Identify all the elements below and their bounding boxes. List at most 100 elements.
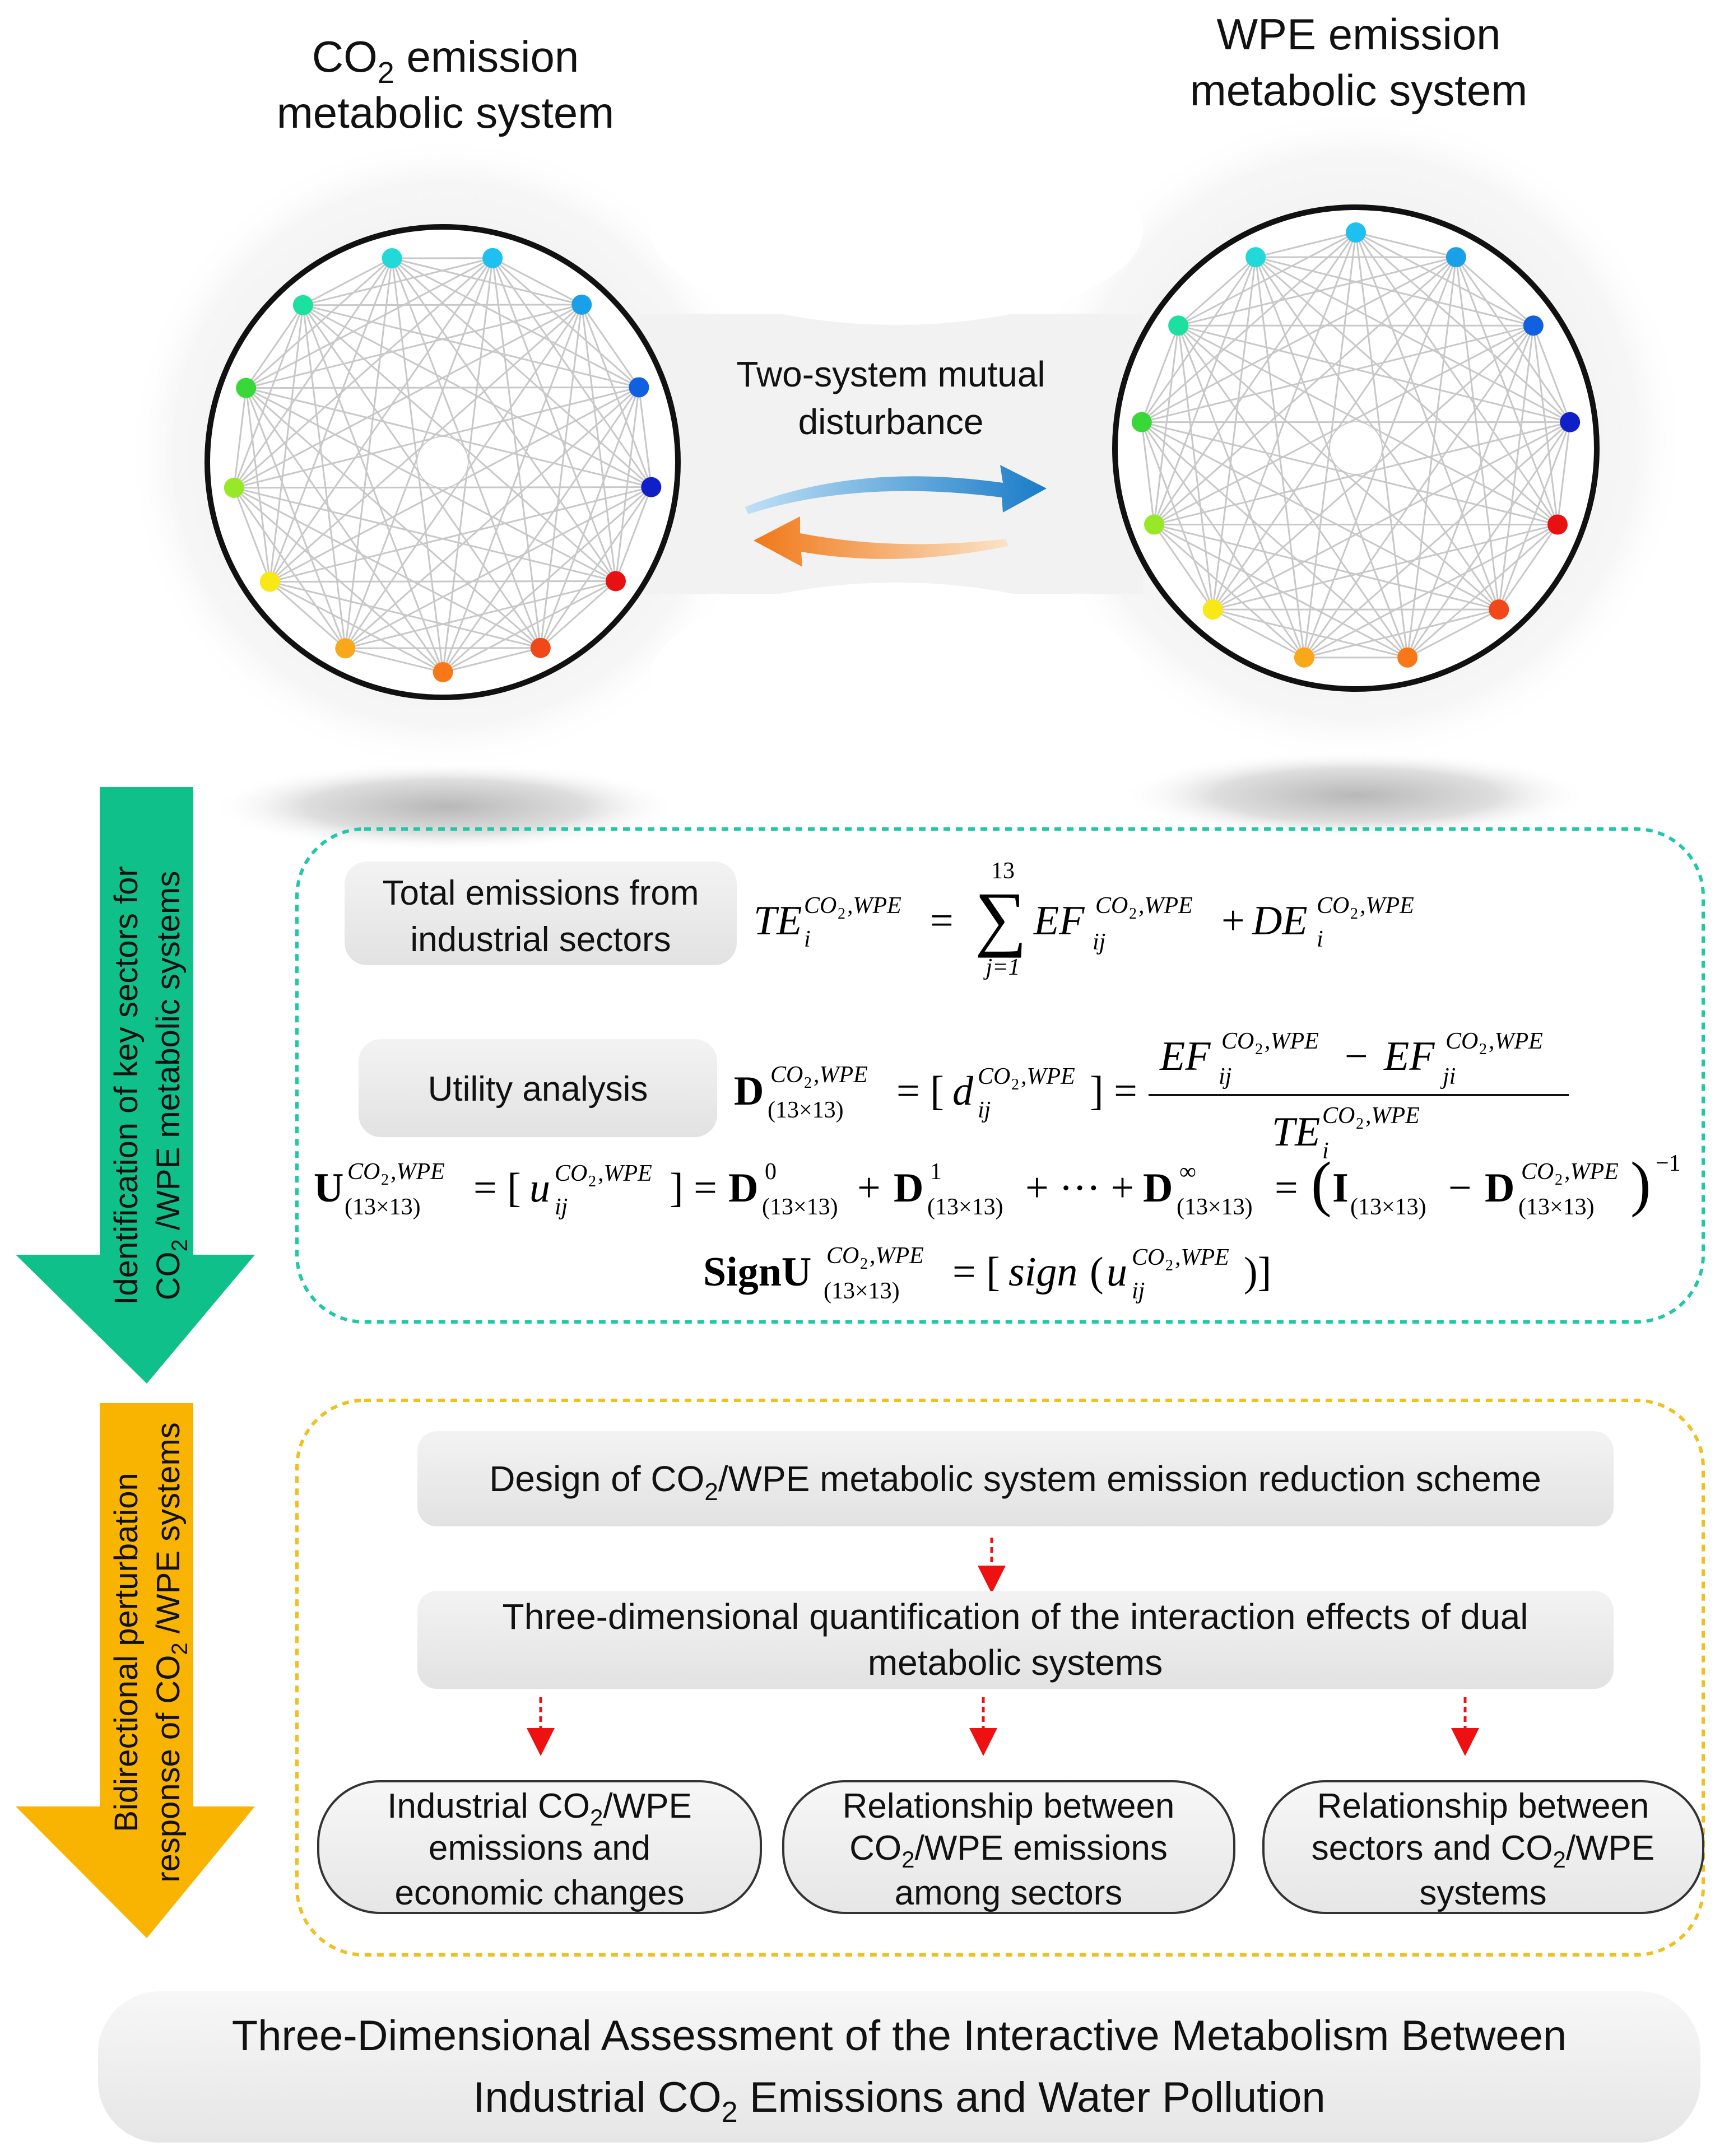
svg-text:(13×13): (13×13) — [1350, 1194, 1426, 1220]
wpe-network-link — [1177, 325, 1409, 658]
quantification-label-line1: Three-dimensional quantification of the … — [502, 1596, 1528, 1637]
svg-text:,WPE: ,WPE — [1021, 1064, 1075, 1089]
co2-network-link — [303, 304, 639, 388]
svg-text:CO: CO — [770, 1062, 803, 1088]
svg-text:EF: EF — [1159, 1033, 1211, 1079]
svg-text:TE: TE — [754, 898, 802, 944]
stage1-side-arrow — [16, 787, 255, 1384]
svg-text:2: 2 — [1356, 1115, 1364, 1133]
wpe-network-link — [1406, 257, 1457, 658]
conclusion-box — [98, 1991, 1700, 2143]
wpe-network-node — [1202, 599, 1223, 620]
wpe-network-link — [1141, 422, 1155, 525]
svg-text:0: 0 — [765, 1159, 777, 1185]
svg-text:d: d — [952, 1068, 974, 1114]
co2-network-link — [302, 305, 444, 673]
co2-network-link — [442, 258, 494, 673]
wpe-network-link — [1154, 256, 1457, 525]
result-sectors-line1: Relationship between — [843, 1787, 1175, 1826]
svg-text:−: − — [1345, 1033, 1368, 1079]
wpe-network-link — [1154, 524, 1408, 659]
wpe-network-link — [1455, 257, 1559, 525]
result-box-economic — [317, 1780, 762, 1914]
svg-text:,WPE: ,WPE — [391, 1159, 445, 1185]
mutual-disturbance-label-line1: Two-system mutual — [736, 354, 1045, 394]
wpe-network-link — [1303, 257, 1457, 658]
svg-text:CO: CO — [1317, 893, 1349, 919]
co2-network-link — [233, 258, 393, 488]
svg-text:,WPE: ,WPE — [814, 1062, 868, 1088]
svg-text:(: ( — [1311, 1149, 1332, 1218]
co2-network-link — [345, 647, 541, 649]
wpe-system-title-line1: WPE emission — [1216, 10, 1500, 59]
svg-text:(13×13): (13×13) — [345, 1194, 421, 1220]
co2-network-link — [269, 486, 652, 583]
co2-network-link — [234, 487, 541, 649]
co2-network-link — [245, 387, 652, 488]
svg-text:2: 2 — [1011, 1076, 1019, 1093]
svg-text:2: 2 — [1479, 1041, 1487, 1058]
svg-text:+ ··· +: + ··· + — [1025, 1165, 1134, 1211]
svg-text:2: 2 — [588, 1173, 596, 1190]
co2-network — [204, 224, 681, 700]
svg-text:CO: CO — [555, 1161, 587, 1186]
svg-text:∑: ∑ — [975, 878, 1027, 958]
co2-network-link — [638, 387, 652, 487]
co2-system-title-line2: metabolic system — [277, 88, 615, 137]
co2-network-link — [491, 257, 652, 488]
utility-analysis-label: Utility analysis — [428, 1070, 648, 1109]
svg-text:,WPE: ,WPE — [598, 1161, 652, 1186]
wpe-network-link — [1153, 232, 1357, 525]
svg-text:−1: −1 — [1656, 1151, 1681, 1176]
svg-text:CO: CO — [1221, 1028, 1254, 1054]
co2-network-link — [269, 387, 640, 583]
co2-network-link — [234, 386, 639, 489]
svg-text:,WPE: ,WPE — [1138, 893, 1193, 919]
svg-text:13: 13 — [991, 858, 1015, 884]
co2-network-link — [345, 486, 652, 649]
svg-text:I: I — [1332, 1165, 1349, 1211]
svg-text:−: − — [1448, 1165, 1472, 1211]
co2-network-node — [292, 295, 313, 315]
wpe-network-link — [1406, 421, 1571, 658]
co2-network-link — [302, 305, 346, 649]
co2-network-link — [233, 487, 271, 583]
svg-text:ij: ij — [1132, 1278, 1145, 1304]
co2-network-link — [245, 304, 582, 389]
wpe-network-link — [1141, 421, 1305, 658]
svg-text:ji: ji — [1440, 1064, 1456, 1089]
wpe-network-center-gap — [1330, 422, 1382, 474]
wpe-network-link — [1455, 256, 1534, 327]
wpe-network-link — [1355, 232, 1559, 525]
co2-network-link — [540, 580, 616, 649]
svg-text:ij: ij — [978, 1097, 991, 1123]
co2-network-link — [491, 258, 542, 648]
wpe-network-link — [1212, 608, 1408, 659]
svg-text:u: u — [1107, 1249, 1127, 1295]
stage2-side-label-line2: response of CO2 /WPE systems — [150, 1422, 192, 1883]
svg-text:(: ( — [1090, 1249, 1104, 1295]
svg-text:(13×13): (13×13) — [927, 1194, 1003, 1220]
stage1-dashed-frame — [295, 827, 1705, 1324]
wpe-network-link — [1178, 325, 1500, 611]
wpe-network-node — [1523, 315, 1544, 336]
svg-text:): ) — [1630, 1149, 1651, 1218]
co2-network-link — [234, 304, 582, 489]
total-emissions-label-line2: industrial sectors — [410, 920, 671, 959]
co2-network-link — [269, 304, 583, 583]
svg-text:,WPE: ,WPE — [870, 1243, 924, 1269]
co2-network-node — [629, 377, 649, 398]
backward-disturbance-arrow — [754, 516, 1008, 567]
svg-text:i: i — [1317, 926, 1323, 952]
svg-text:2: 2 — [1350, 905, 1358, 923]
svg-text:sign: sign — [1008, 1249, 1077, 1295]
wpe-network-link — [1556, 422, 1571, 525]
svg-text:D: D — [1485, 1165, 1514, 1211]
wpe-network-link — [1212, 325, 1534, 611]
svg-text:EF: EF — [1383, 1033, 1435, 1079]
wpe-network-link — [1254, 257, 1409, 658]
svg-text:(13×13): (13×13) — [762, 1194, 838, 1220]
wpe-network-link — [1255, 256, 1570, 423]
wpe-network-link — [1498, 325, 1535, 610]
svg-text:,WPE: ,WPE — [1564, 1159, 1619, 1185]
